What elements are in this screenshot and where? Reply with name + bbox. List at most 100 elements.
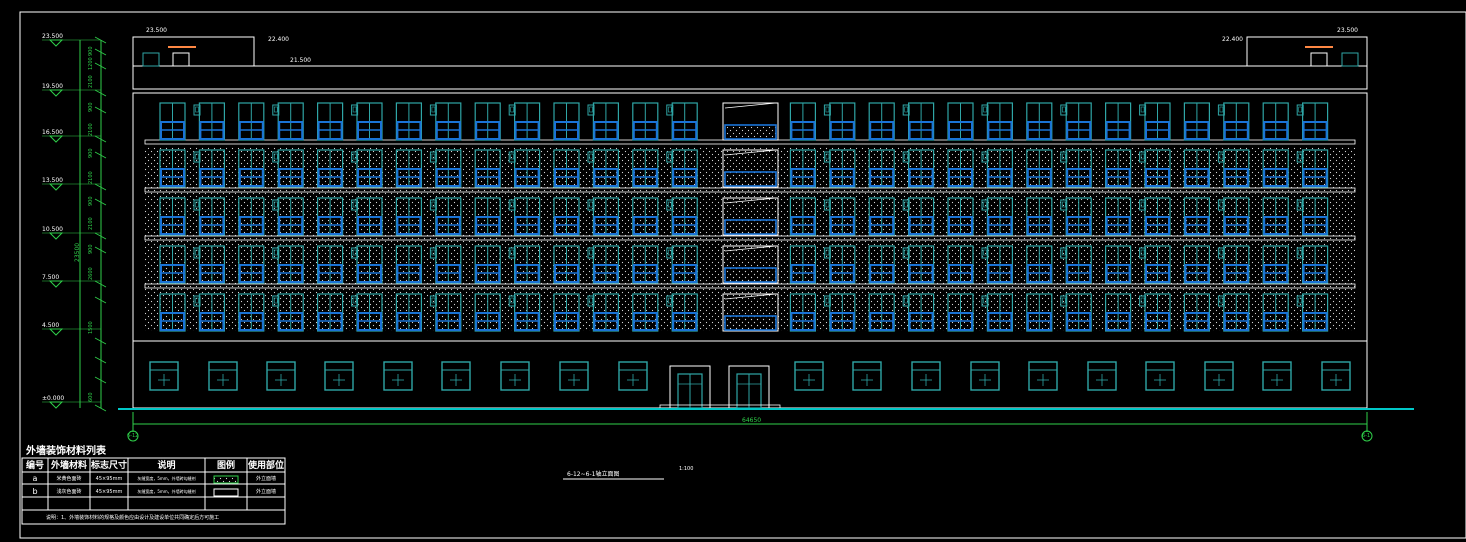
table-header: 使用部位 xyxy=(247,461,284,471)
stair-glass xyxy=(724,219,777,235)
vent-inner xyxy=(431,106,436,113)
vent-inner xyxy=(825,249,830,256)
axis-bubble-right xyxy=(1361,430,1373,442)
stair-glass xyxy=(724,171,777,187)
table-note: 说明：1、外墙装饰材料的规格及颜色应由设计及建设单位共同确定后方可施工 xyxy=(46,515,220,521)
vent-inner xyxy=(1062,201,1066,208)
vent-inner xyxy=(510,201,515,208)
vent-block xyxy=(351,247,359,259)
stair-glass xyxy=(724,315,777,331)
vent-inner xyxy=(1062,106,1066,113)
roof-mark-label: 23.500 xyxy=(1337,27,1358,34)
table-cell: 米黄色面砖 xyxy=(56,476,82,482)
vent-block xyxy=(823,151,831,163)
ground-window xyxy=(324,361,354,391)
vent-inner xyxy=(1298,201,1302,208)
vent-block xyxy=(823,295,831,307)
stair-line xyxy=(724,197,777,204)
dimension-tick xyxy=(94,404,107,412)
segment-dimension-label: 900 xyxy=(88,148,94,158)
vent-inner xyxy=(273,106,278,113)
vent-block xyxy=(351,199,359,211)
vent-inner xyxy=(273,249,278,256)
table-header: 说明 xyxy=(157,461,176,471)
vent-inner xyxy=(352,153,357,160)
vent-inner xyxy=(904,297,909,304)
vent-inner xyxy=(589,249,593,256)
vent-inner xyxy=(195,106,199,113)
materials-table-grid xyxy=(21,457,286,525)
table-header: 编号 xyxy=(25,461,44,471)
elevation-marker xyxy=(48,328,64,336)
stair-window xyxy=(722,149,779,188)
vent-inner xyxy=(667,153,672,160)
ground-window xyxy=(1262,361,1292,391)
segment-dimension-label: 900 xyxy=(88,244,94,254)
vent-block xyxy=(508,199,516,211)
dimension-tick xyxy=(94,198,107,206)
dimension-tick xyxy=(94,151,107,159)
table-cell: 外立面墙 xyxy=(255,476,276,482)
ground-window xyxy=(500,361,530,391)
dimension-tick xyxy=(94,246,107,254)
dimension-tick xyxy=(94,337,107,345)
segment-dimension-label: 2100 xyxy=(88,75,94,88)
sheet-border xyxy=(19,11,1466,539)
table-header: 图例 xyxy=(216,461,235,471)
vent-block xyxy=(351,151,359,163)
table-cell: 45×95mm xyxy=(95,489,123,495)
segment-dimension-label: 2600 xyxy=(88,267,94,280)
dimension-tick xyxy=(94,62,107,70)
ground-window xyxy=(1321,361,1351,391)
segment-dimension-label: 1500 xyxy=(88,321,94,334)
vent-inner xyxy=(1062,249,1066,256)
ground-window xyxy=(970,361,1000,391)
vent-inner xyxy=(510,249,515,256)
stair-window xyxy=(722,197,779,236)
table-cell: b xyxy=(32,487,38,496)
vent-inner xyxy=(1062,153,1066,160)
table-cell: 外立面墙 xyxy=(255,489,276,495)
vent-inner xyxy=(1219,153,1224,160)
drawing-title: 6-12~6-1轴立面图 xyxy=(567,471,620,478)
vent-block xyxy=(193,295,201,307)
vent-block xyxy=(902,295,910,307)
vent-block xyxy=(823,104,831,116)
vent-block xyxy=(429,151,437,163)
elevation-marker xyxy=(48,232,64,240)
elevation-level-label: 4.500 xyxy=(42,322,60,329)
vent-block xyxy=(351,104,359,116)
vent-inner xyxy=(195,249,199,256)
vent-block xyxy=(508,151,516,163)
table-cell: 灰缝宽度，5mm，外墙砖勾缝剂 xyxy=(137,489,196,494)
vent-block xyxy=(429,104,437,116)
vent-inner xyxy=(825,106,830,113)
dimension-tick xyxy=(94,280,107,288)
vent-inner xyxy=(667,201,672,208)
table-cell: 灰缝宽度，5mm，外墙砖勾缝剂 xyxy=(137,476,196,481)
ground-window xyxy=(266,361,296,391)
vent-block xyxy=(429,199,437,211)
vent-inner xyxy=(904,153,909,160)
vent-inner xyxy=(589,153,593,160)
vent-block xyxy=(823,199,831,211)
vent-inner xyxy=(825,297,830,304)
axis-marker-left: 6-12 xyxy=(127,433,139,439)
vent-inner xyxy=(431,201,436,208)
vent-inner xyxy=(667,249,672,256)
ground-window xyxy=(383,361,413,391)
segment-dimension-label: 900 xyxy=(88,46,94,56)
elevation-marks xyxy=(42,36,107,412)
vent-inner xyxy=(352,297,357,304)
ground-window xyxy=(1204,361,1234,391)
vent-inner xyxy=(510,297,515,304)
segment-dimension-label: 900 xyxy=(88,196,94,206)
table-cell: 浅灰色面砖 xyxy=(56,489,82,495)
vent-inner xyxy=(273,153,278,160)
roof-mark-label: 21.500 xyxy=(290,57,311,64)
elevation-level-label: 19.500 xyxy=(42,83,63,90)
stair-line xyxy=(724,293,777,300)
vent-inner xyxy=(667,106,672,113)
elevation-marker xyxy=(48,39,64,47)
vent-inner xyxy=(983,153,987,160)
